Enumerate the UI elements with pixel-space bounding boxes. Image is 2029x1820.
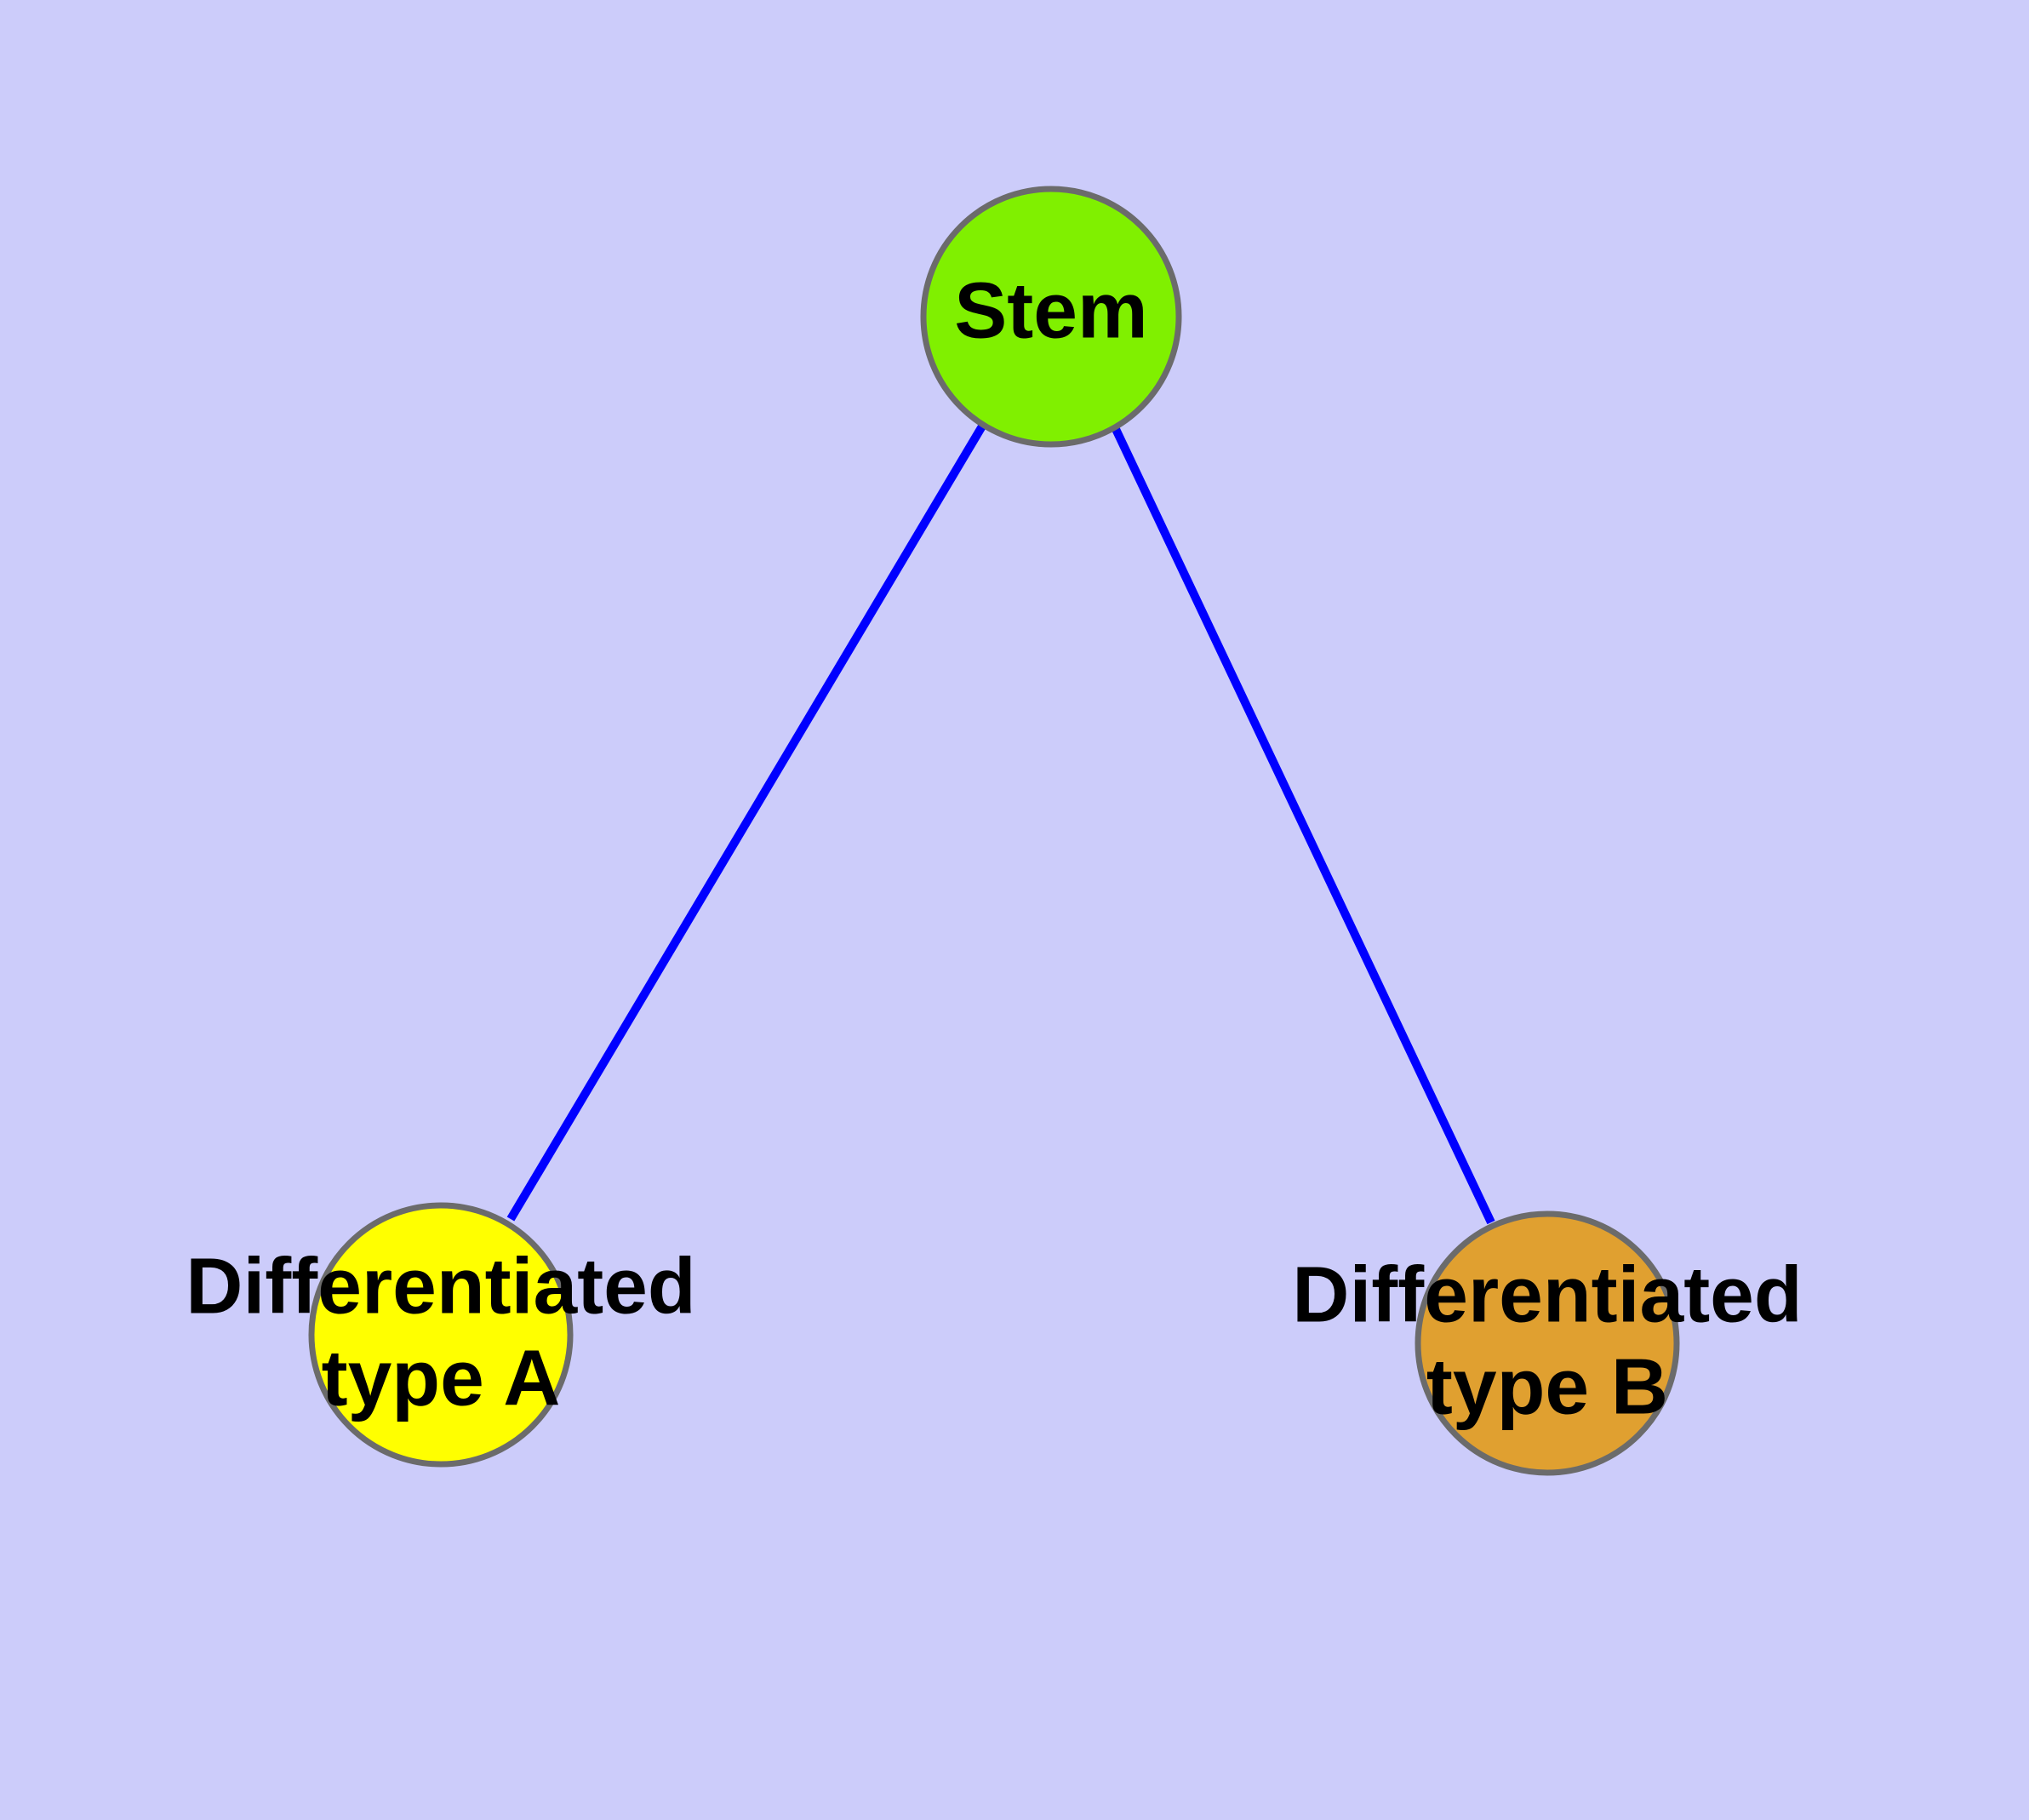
edge-stem-to-differentiated-b[interactable] — [1111, 425, 1495, 1225]
node-stem[interactable]: Stem — [920, 186, 1182, 448]
node-differentiated-type-b-circle[interactable] — [1415, 1210, 1680, 1476]
node-differentiated-type-a-label-line1: Differentiated — [186, 1242, 695, 1331]
node-stem-circle[interactable] — [920, 186, 1182, 448]
node-differentiated-type-b-label-line1: Differentiated — [1292, 1251, 1802, 1339]
node-differentiated-type-b[interactable]: Differentiated type B — [1292, 1210, 1803, 1476]
node-differentiated-type-a-circle[interactable] — [308, 1202, 574, 1468]
node-stem-label-line1: Stem — [954, 266, 1147, 355]
node-differentiated-type-a[interactable]: Differentiated type A — [186, 1202, 696, 1468]
nodes-group: Stem Differentiated type A Differentiate… — [186, 186, 1803, 1476]
node-differentiated-type-b-label-line2: type B — [1426, 1342, 1668, 1431]
node-differentiated-type-a-label-line2: type A — [322, 1334, 561, 1422]
edge-stem-to-differentiated-a[interactable] — [506, 422, 987, 1222]
edges-group — [506, 422, 1495, 1225]
